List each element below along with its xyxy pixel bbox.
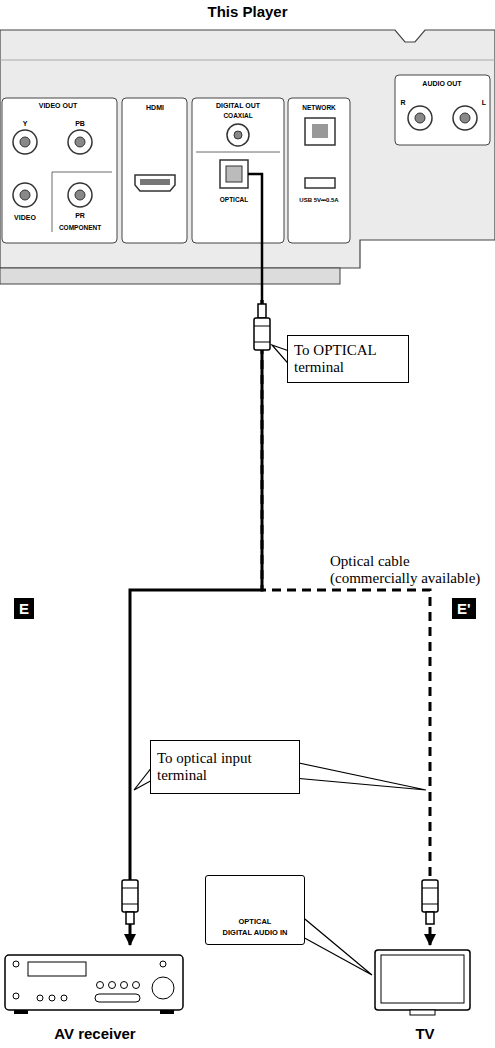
panel-label: COMPONENT <box>59 224 101 231</box>
node-text: To optical input terminal <box>157 750 293 785</box>
jack-label: PB <box>75 120 85 128</box>
callout-box: To OPTICAL terminal <box>287 335 409 383</box>
node-text: DIGITAL AUDIO IN <box>223 929 288 938</box>
jack-label: L <box>482 99 486 107</box>
panel-label: AUDIO OUT <box>422 80 461 88</box>
panel-label: USB 5V⎓0.5A <box>299 197 338 204</box>
player-device: This Player <box>0 0 495 300</box>
connection-tag: E <box>14 598 34 619</box>
panel-label: COAXIAL <box>223 112 252 119</box>
node-text: AV receiver <box>54 1025 135 1042</box>
panel-label: OPTICAL <box>220 196 249 203</box>
jack-label: PR <box>75 212 85 220</box>
node-text: TV <box>415 1025 434 1042</box>
tv-device: TV <box>360 945 490 1048</box>
panel-label: NETWORK <box>302 104 336 111</box>
panel-label: DIGITAL OUT <box>216 102 260 110</box>
callout-box: To optical input terminal <box>150 740 300 794</box>
connection-tag: E' <box>452 598 476 619</box>
node-text: This Player <box>207 3 287 20</box>
node-text: To OPTICAL terminal <box>294 342 402 377</box>
jack-label: R <box>400 99 405 107</box>
jack-label: Y <box>23 120 28 128</box>
av-receiver: AV receiver <box>0 945 190 1048</box>
jack-label: VIDEO <box>14 214 36 222</box>
callout-bubble: OPTICAL DIGITAL AUDIO IN <box>205 875 305 945</box>
cable-note: Optical cable (commercially available) <box>330 553 490 588</box>
optical-cable <box>130 300 262 945</box>
panel-label: VIDEO OUT <box>39 102 78 110</box>
panel-label: HDMI <box>146 104 164 112</box>
node-text: OPTICAL <box>239 918 272 927</box>
optical-cable <box>262 300 430 945</box>
